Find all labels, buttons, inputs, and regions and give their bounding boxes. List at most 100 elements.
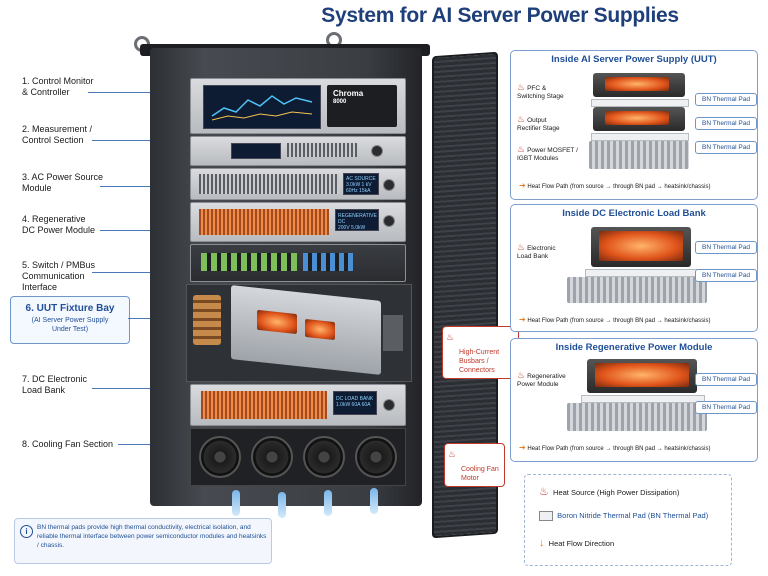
monitor-graph (211, 95, 313, 121)
panel-label: ♨Regenerative Power Module (517, 370, 566, 389)
info-note: i BN thermal pads provide high thermal c… (14, 518, 272, 564)
busbar-callout-text: High-Current Busbars / Connectors (459, 349, 500, 374)
heat-source-icon: ♨ (517, 114, 526, 124)
pmbus-ports (303, 253, 353, 271)
bn-pad-layer (581, 395, 705, 403)
monitor-screen (203, 85, 321, 129)
control-knob (383, 215, 395, 227)
legend: ♨ Heat Source (High Power Dissipation) B… (524, 474, 732, 566)
arrow-right-icon: ➔ (519, 443, 526, 452)
bn-pad-label: BN Thermal Pad (695, 269, 757, 282)
vent-grille (287, 143, 357, 157)
arrow-down-icon: ↓ (539, 537, 545, 549)
fan-icon (303, 436, 345, 478)
airflow-arrow-icon (232, 490, 240, 516)
heat-source-icon (257, 309, 297, 335)
heat-source-icon (595, 363, 689, 387)
leader-line (100, 230, 188, 231)
heat-source-icon: ♨ (517, 242, 526, 252)
heat-source-icon (305, 318, 335, 341)
bn-pad-label: BN Thermal Pad (695, 241, 757, 254)
uut-title: 6. UUT Fixture Bay (25, 303, 115, 314)
heatsink (589, 141, 689, 169)
ac-display: AC SOURCE 3.0kW 1 kV 60Hz 15kA (343, 173, 379, 195)
heat-source-icon: ♨ (539, 486, 549, 498)
brand-label: Chroma (333, 89, 364, 98)
info-icon: i (20, 525, 33, 538)
bn-pad-label: BN Thermal Pad (695, 401, 757, 414)
bn-pad-label: BN Thermal Pad (695, 117, 757, 130)
measurement-display (231, 143, 281, 159)
bn-pad-label: BN Thermal Pad (695, 373, 757, 386)
control-knob (371, 145, 383, 157)
panel-label: ♨Output Rectifier Stage (517, 114, 560, 133)
fan-icon (199, 436, 241, 478)
heat-flow-caption: ➔ Heat Flow Path (from source → through … (519, 315, 711, 324)
control-monitor-unit: Chroma 8000 (190, 78, 406, 134)
control-knob (383, 399, 395, 411)
panel-uut-inside: Inside AI Server Power Supply (UUT) ♨PFC… (510, 50, 758, 200)
bn-pad-layer (585, 269, 699, 277)
panel-title: Inside Regenerative Power Module (555, 342, 713, 353)
airflow-arrow-icon (370, 488, 378, 514)
heatsink (567, 277, 707, 303)
label-dc-load: 7. DC Electronic Load Bank (22, 374, 88, 395)
server-psu-under-test (231, 285, 381, 375)
ethernet-ports (201, 253, 297, 271)
heat-source-icon: ♨ (448, 449, 457, 459)
vent-grille (199, 174, 339, 194)
bn-pad-label: BN Thermal Pad (695, 93, 757, 106)
load-display-text: DC LOAD BANK 1.0kW 60A 60A (336, 396, 374, 408)
airflow-arrow-icon (278, 492, 286, 518)
legend-pad: Boron Nitride Thermal Pad (BN Thermal Pa… (539, 511, 708, 522)
arrow-right-icon: ➔ (519, 181, 526, 190)
uut-fixture-bay (186, 284, 412, 382)
leader-line (92, 388, 188, 389)
legend-heat: ♨ Heat Source (High Power Dissipation) (539, 486, 680, 498)
regen-dc-unit: REGENERATIVE DC 200V 5.0kW (190, 202, 406, 242)
uut-fixture-label: 6. UUT Fixture Bay (AI Server Power Supp… (10, 296, 130, 344)
heat-source-icon: ♨ (517, 370, 526, 380)
label-cooling-fan: 8. Cooling Fan Section (22, 439, 114, 449)
heat-flow-caption: ➔ Heat Flow Path (from source → through … (519, 443, 711, 452)
arrow-right-icon: ➔ (519, 315, 526, 324)
heated-vent (199, 209, 329, 235)
bn-pad-icon (539, 511, 553, 522)
label-switch-pmbus: 5. Switch / PMBus Communication Interfac… (22, 260, 96, 292)
leader-line (100, 186, 188, 187)
panel-title: Inside AI Server Power Supply (UUT) (551, 54, 717, 65)
legend-flow: ↓ Heat Flow Direction (539, 537, 615, 549)
cooling-fan-section (190, 428, 406, 486)
fan-motor-callout-text: Cooling Fan Motor (461, 466, 499, 482)
heat-source-icon (605, 77, 669, 91)
heat-source-icon: ♨ (517, 82, 526, 92)
panel-regen-inside: Inside Regenerative Power Module ♨Regene… (510, 338, 758, 462)
label-measurement: 2. Measurement / Control Section (22, 124, 93, 145)
dc-load-unit: DC LOAD BANK 1.0kW 60A 60A (190, 384, 406, 426)
leader-line (92, 272, 188, 273)
bn-pad-layer (591, 99, 689, 107)
panel-load-inside: Inside DC Electronic Load Bank ♨Electron… (510, 204, 758, 332)
fan-motor-callout: ♨ Cooling Fan Motor (444, 443, 505, 487)
heated-vent (201, 391, 327, 419)
heat-source-icon (605, 111, 669, 125)
bn-pad-label: BN Thermal Pad (695, 141, 757, 154)
fan-icon (251, 436, 293, 478)
heat-source-icon (599, 231, 683, 261)
info-text: BN thermal pads provide high thermal con… (37, 524, 267, 549)
fixture-connector (383, 315, 403, 351)
panel-label: ♨Electronic Load Bank (517, 242, 556, 261)
measurement-unit (190, 136, 406, 166)
uut-subtitle: (AI Server Power Supply Under Test) (31, 317, 109, 333)
heat-source-icon: ♨ (446, 332, 455, 342)
fan-icon (355, 436, 397, 478)
load-display: DC LOAD BANK 1.0kW 60A 60A (333, 391, 377, 415)
panel-title: Inside DC Electronic Load Bank (562, 208, 706, 219)
airflow-arrow-icon (324, 490, 332, 516)
regen-display-text: REGENERATIVE DC 200V 5.0kW (338, 213, 377, 231)
ac-source-unit: AC SOURCE 3.0kW 1 kV 60Hz 15kA (190, 168, 406, 200)
control-knob (383, 179, 395, 191)
label-control-monitor: 1. Control Monitor & Controller (22, 76, 94, 97)
heat-flow-caption: ➔ Heat Flow Path (from source → through … (519, 181, 711, 190)
label-ac-source: 3. AC Power Source Module (22, 172, 104, 193)
